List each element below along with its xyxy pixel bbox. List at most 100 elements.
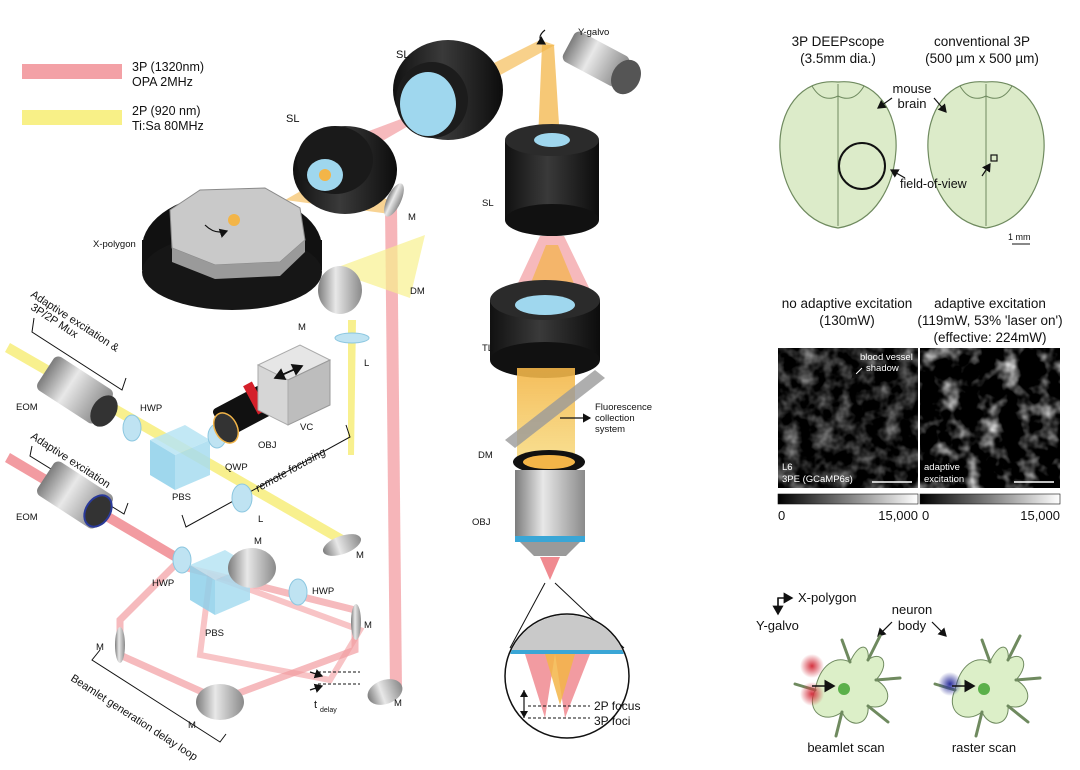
- label-l-lower: L: [258, 514, 263, 525]
- vessel-label-1: blood vessel: [860, 352, 913, 363]
- hwp-left: [172, 546, 192, 574]
- beamlet-scan-label: beamlet scan: [807, 740, 884, 755]
- beam-3p-vertical: [385, 205, 402, 690]
- brain-left: [779, 81, 897, 229]
- label-vc: VC: [300, 422, 313, 433]
- deep-title-2: (3.5mm dia.): [800, 51, 876, 66]
- cbar-right-max: 15,000: [1020, 508, 1060, 523]
- label-m-corner: M: [394, 698, 402, 709]
- mouse-label-1: mouse: [892, 81, 931, 96]
- label-fluor-2: collection: [595, 413, 635, 424]
- dm-upper-beam: [330, 235, 425, 298]
- lens-l-lower: [231, 483, 253, 513]
- label-m-beam: M: [356, 550, 364, 561]
- mirror-left: [115, 627, 125, 663]
- dm-lower-plate: [505, 370, 605, 448]
- mirror-corner: [367, 679, 403, 705]
- y-galvo: [536, 29, 641, 95]
- beam-galvo-down: [538, 45, 560, 140]
- hwp-right: [288, 578, 308, 606]
- img-left-title-1: no adaptive excitation: [782, 296, 913, 311]
- focus-cone: [540, 557, 560, 580]
- img-left-title-2: (130mW): [819, 313, 875, 328]
- label-eom-upper: EOM: [16, 402, 38, 413]
- eom-upper: [37, 356, 118, 427]
- image-panel: no adaptive excitation (130mW) adaptive …: [777, 296, 1063, 523]
- label-dm-upper: DM: [410, 286, 425, 297]
- brain-right: [927, 81, 1045, 229]
- label-eom-lower: EOM: [16, 512, 38, 523]
- cbar-left-min: 0: [778, 508, 785, 523]
- colorbar-left: [777, 493, 919, 505]
- cbar-right-min: 0: [922, 508, 929, 523]
- label-hwp-upper: HWP: [140, 403, 162, 414]
- label-pbs-upper: PBS: [172, 492, 191, 503]
- label-remote-focusing: remote focusing: [254, 446, 329, 495]
- delay-loop-2: [196, 570, 365, 684]
- label-t-delay-sub: delay: [320, 707, 337, 714]
- label-hwp-left: HWP: [152, 578, 174, 589]
- label-fluor-1: Fluorescence: [595, 402, 652, 413]
- scan-lens-3: [505, 124, 599, 236]
- label-2p-focus: 2P focus: [594, 699, 640, 713]
- label-m-top: M: [254, 536, 262, 547]
- scan-panel: X-polygon Y-galvo neuron body beamlet sc…: [756, 590, 1042, 755]
- label-t-delay: t: [314, 699, 317, 711]
- label-m-small: M: [408, 212, 416, 223]
- label-l-mid: L: [364, 358, 369, 369]
- mirror-beam: [322, 534, 362, 556]
- x-axis-label: X-polygon: [798, 590, 857, 605]
- label-sl-3: SL: [482, 198, 494, 209]
- label-pbs-lower: PBS: [205, 628, 224, 639]
- mirror-small: [384, 183, 404, 217]
- label-m-right: M: [364, 620, 372, 631]
- mouse-label-2: brain: [898, 96, 927, 111]
- legend-swatch-3p: [22, 64, 122, 79]
- neuron-label-2: body: [898, 618, 927, 633]
- label-3p-foci: 3P foci: [594, 714, 630, 728]
- image-left: [778, 348, 918, 488]
- fov-label: field-of-view: [900, 177, 968, 191]
- eom-lower: [37, 461, 113, 529]
- mirror-right: [351, 604, 361, 640]
- label-tl: TL: [482, 343, 493, 354]
- label-hwp-right: HWP: [312, 586, 334, 597]
- label-remote-title-1: Adaptive excitation &: [28, 288, 121, 354]
- label-delay-loop: Beamlet generation delay loop: [68, 672, 199, 763]
- label-m-mid: M: [298, 322, 306, 333]
- focus-zoom-inset: [504, 613, 630, 739]
- x-polygon-mirror: [142, 187, 322, 310]
- label-fluor-3: system: [595, 424, 625, 435]
- conv-title-1: conventional 3P: [934, 34, 1030, 49]
- label-obj-remote: OBJ: [258, 440, 277, 451]
- indicator-label: 3PE (GCaMP6s): [782, 474, 853, 485]
- voice-coil: [256, 344, 332, 426]
- lens-l-mid: [334, 332, 370, 344]
- legend-2p-line1: 2P (920 nm): [132, 104, 201, 118]
- scan-lens-1: [293, 126, 397, 214]
- label-sl-1: SL: [286, 113, 299, 125]
- img-right-title-3: (effective: 224mW): [933, 330, 1046, 345]
- adaptive-label-2: excitation: [924, 474, 964, 485]
- legend: 3P (1320nm) OPA 2MHz 2P (920 nm) Ti:Sa 8…: [22, 60, 204, 133]
- layer-label: L6: [782, 462, 793, 473]
- neuron-label-1: neuron: [892, 602, 932, 617]
- vessel-label-2: shadow: [866, 363, 899, 374]
- deep-title-1: 3P DEEPscope: [792, 34, 885, 49]
- conv-title-2: (500 µm x 500 µm): [925, 51, 1039, 66]
- label-qwp: QWP: [225, 462, 248, 473]
- label-x-polygon: X-polygon: [93, 239, 136, 250]
- objective-main: [513, 450, 585, 556]
- legend-swatch-2p: [22, 110, 122, 125]
- label-y-galvo: Y-galvo: [578, 27, 609, 38]
- img-right-title-1: adaptive excitation: [934, 296, 1046, 311]
- img-right-title-2: (119mW, 53% 'laser on'): [917, 313, 1062, 328]
- beam-2p-vertical: [348, 320, 356, 455]
- mirror-top: [228, 548, 276, 588]
- fov-circle: [838, 142, 886, 190]
- label-sl-2: SL: [396, 49, 409, 61]
- cbar-left-max: 15,000: [878, 508, 918, 523]
- adaptive-label-1: adaptive: [924, 462, 960, 473]
- label-obj-main: OBJ: [472, 517, 491, 528]
